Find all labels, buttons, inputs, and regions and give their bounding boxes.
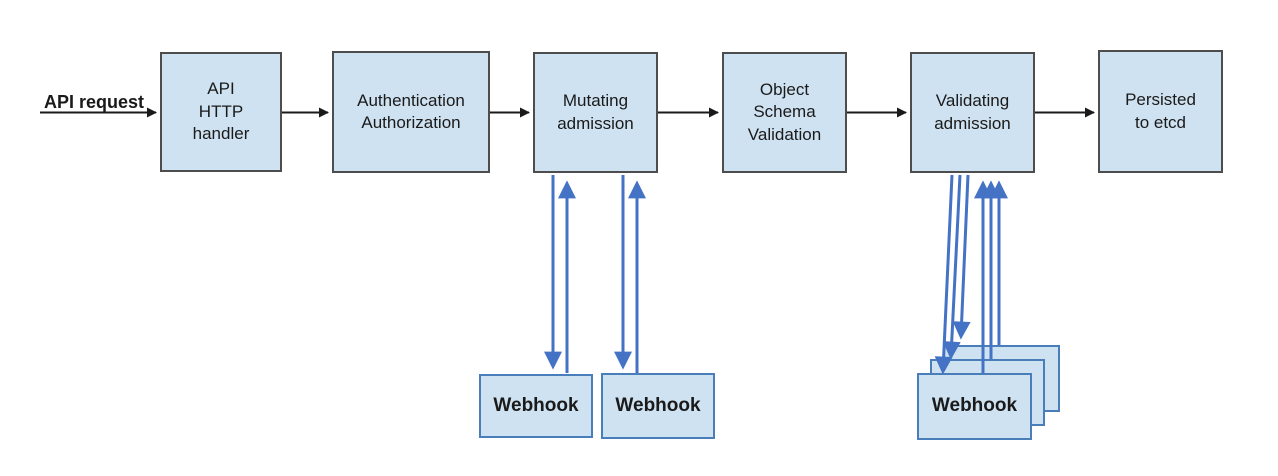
arrow-validating-to-webhooks-1 — [952, 174, 971, 340]
node-mutating-admission-label: Mutating admission — [557, 91, 634, 133]
webhook-mutating-2: Webhook — [601, 373, 715, 439]
node-object-schema-validation: Object Schema Validation — [722, 52, 847, 173]
api-request-label: API request — [44, 92, 145, 112]
node-validating-admission-label: Validating admission — [934, 91, 1011, 133]
node-authentication-authorization: Authentication Authorization — [332, 51, 490, 173]
node-api-http-handler-label: API HTTP handler — [192, 79, 250, 144]
node-mutating-admission: Mutating admission — [533, 52, 658, 173]
node-authentication-authorization-label: Authentication Authorization — [357, 90, 465, 132]
node-validating-admission: Validating admission — [910, 52, 1035, 173]
node-object-schema-validation-label: Object Schema Validation — [747, 79, 822, 144]
node-persisted-to-etcd: Persisted to etcd — [1098, 50, 1223, 173]
arrow-validating-to-webhooks-3 — [934, 174, 954, 375]
webhook-mutating-2-label: Webhook — [615, 394, 701, 416]
node-persisted-to-etcd-label: Persisted to etcd — [1125, 90, 1196, 132]
webhook-mutating-1-label: Webhook — [493, 394, 579, 416]
arrow-validating-to-webhooks-2 — [942, 174, 962, 360]
webhook-mutating-1: Webhook — [479, 374, 593, 438]
webhook-validating-front: Webhook — [917, 373, 1032, 440]
webhook-validating-front-label: Webhook — [931, 395, 1018, 417]
node-api-http-handler: API HTTP handler — [160, 52, 282, 172]
